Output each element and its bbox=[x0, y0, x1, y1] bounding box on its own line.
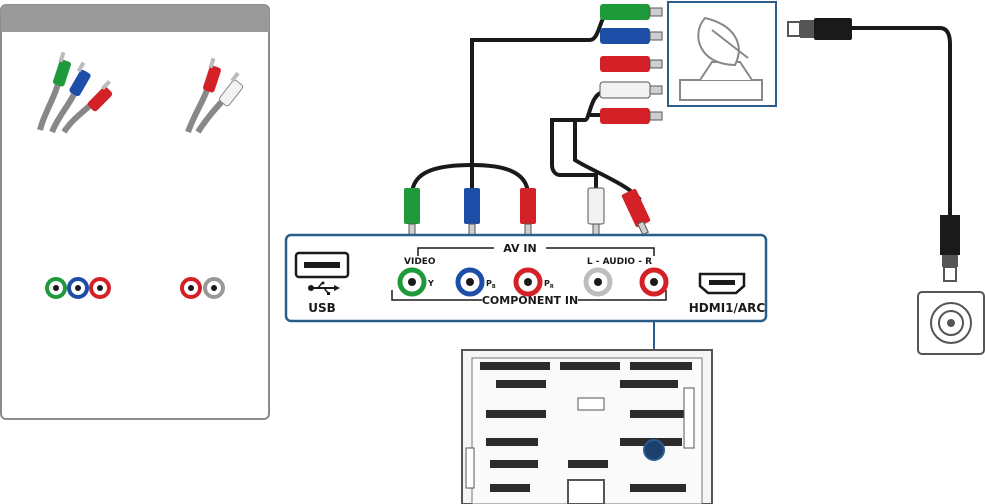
coax-plug-right bbox=[940, 215, 960, 282]
hdmi-port bbox=[698, 272, 746, 295]
connector-panel: AV IN COMPONENT IN VIDEO L - AUDIO - R Y… bbox=[284, 233, 768, 323]
connector-location-marker bbox=[643, 439, 665, 461]
component-jack-icons bbox=[45, 277, 111, 299]
av-cable-icon bbox=[185, 57, 244, 134]
av-in-plugs bbox=[404, 187, 651, 237]
jack-audio-left bbox=[583, 267, 613, 297]
usb-label: USB bbox=[308, 301, 336, 315]
component-in-label: COMPONENT IN bbox=[482, 294, 578, 307]
video-label: VIDEO bbox=[404, 257, 436, 267]
component-cable-icon bbox=[37, 51, 113, 134]
jack-audio-right bbox=[639, 267, 669, 297]
y-label: Y bbox=[427, 279, 434, 288]
top-component-plugs bbox=[600, 4, 663, 72]
jack-pr bbox=[513, 267, 543, 297]
legend-header bbox=[1, 5, 269, 32]
hdmi-label: HDMI1/ARC bbox=[689, 301, 766, 315]
pb-label: PB bbox=[486, 279, 496, 290]
jack-pb bbox=[455, 267, 485, 297]
pr-label: PR bbox=[544, 279, 554, 290]
av-in-label: AV IN bbox=[503, 242, 536, 255]
coax-plug-top bbox=[787, 18, 852, 40]
tv-back-illustration bbox=[461, 349, 713, 504]
legend-panel bbox=[0, 4, 270, 420]
usb-icon bbox=[308, 281, 340, 295]
av-jack-icons bbox=[180, 277, 225, 299]
jack-y bbox=[397, 267, 427, 297]
satellite-receiver-icon bbox=[667, 1, 777, 107]
antenna-wall-socket-icon bbox=[917, 291, 985, 355]
top-av-plugs bbox=[599, 81, 663, 124]
usb-port bbox=[294, 251, 350, 279]
audio-label: L - AUDIO - R bbox=[587, 257, 652, 267]
